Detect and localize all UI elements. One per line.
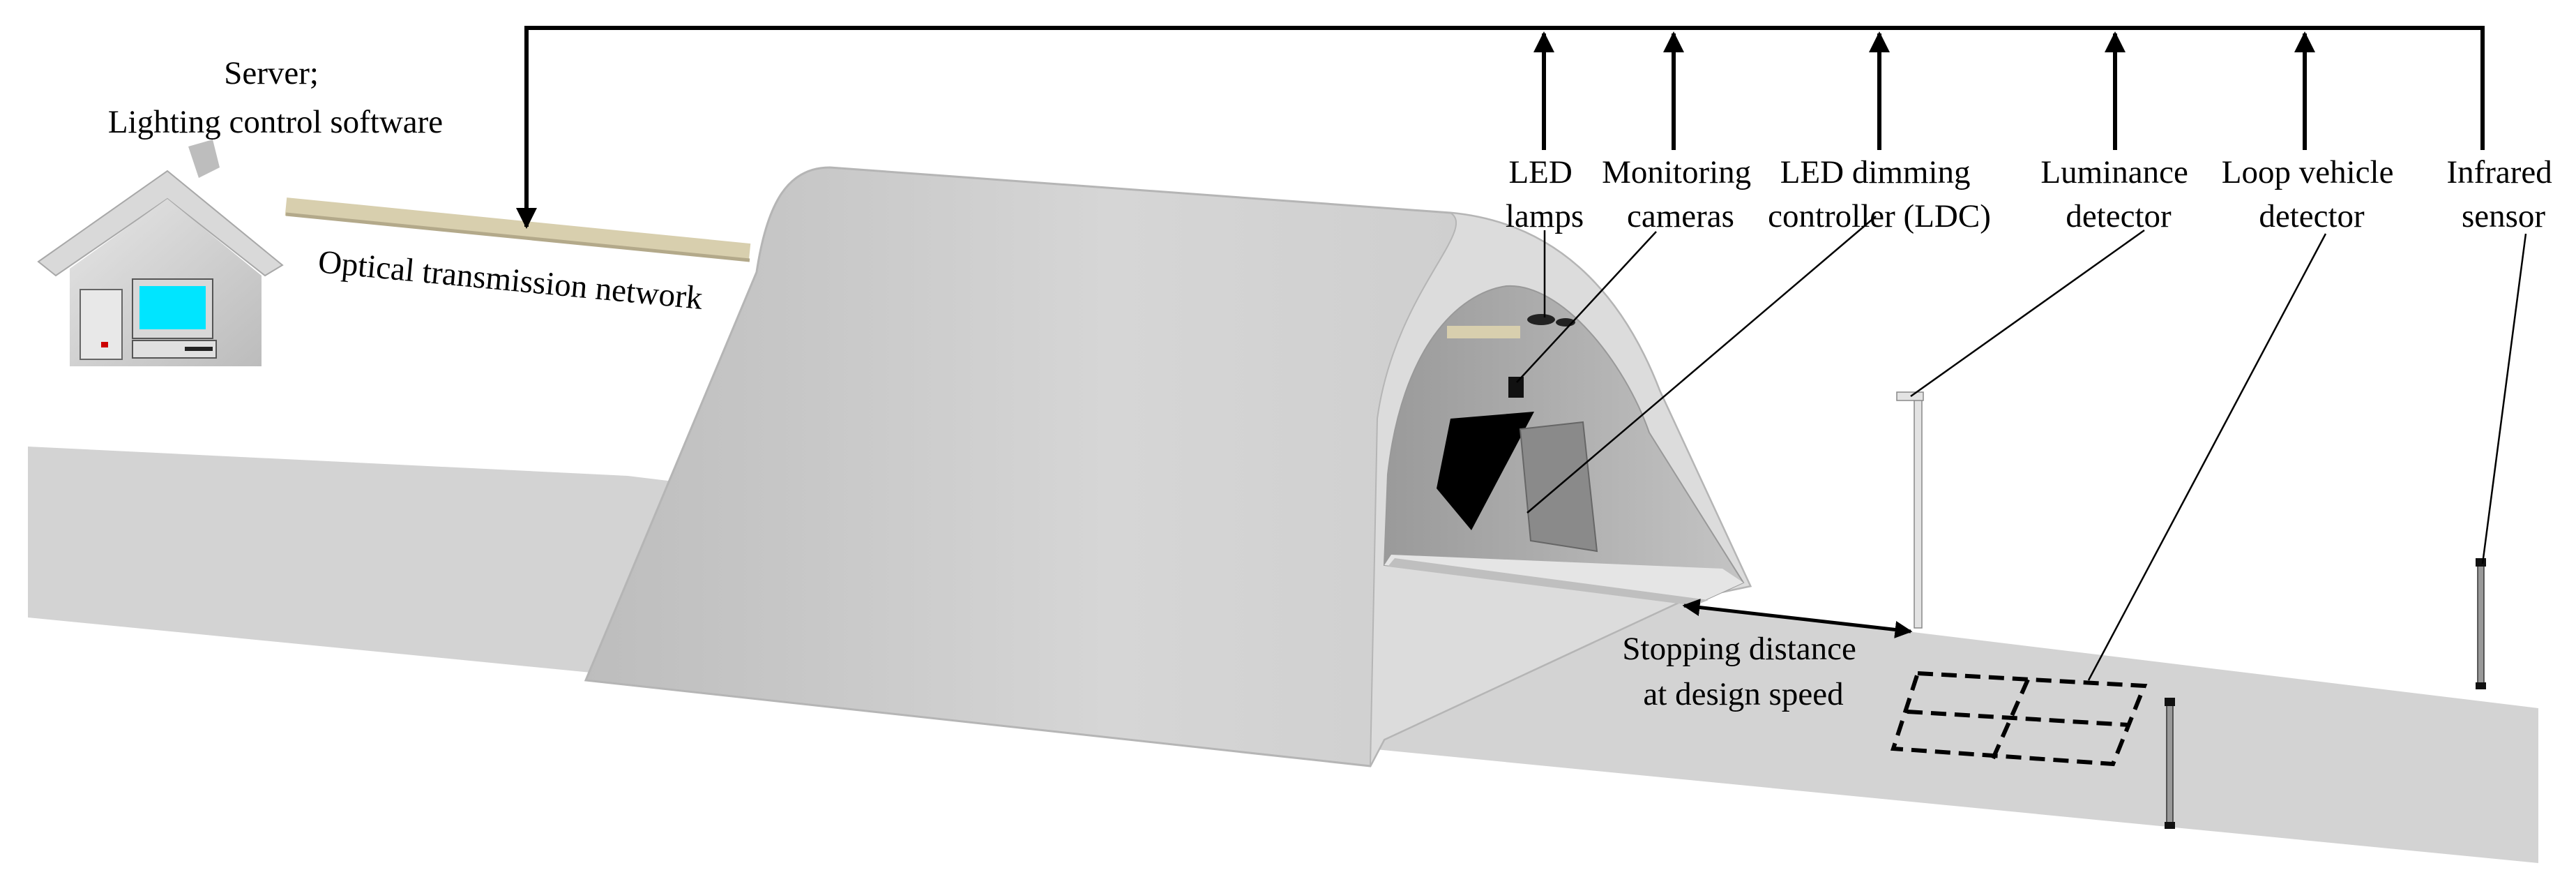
led-lamp-1: [1527, 314, 1555, 325]
monitoring-cameras-label: Monitoring cameras: [1602, 154, 1759, 234]
infrared-sensor-label: Infrared sensor: [2446, 154, 2560, 234]
tunnel-dark-wall: [1437, 412, 1534, 530]
ldc-label: LED dimming controller (LDC): [1768, 154, 1991, 234]
server-label: Server; Lighting control software: [108, 55, 443, 140]
luminance-detector-label: Luminance detector: [2040, 154, 2196, 234]
luminance-detector-pole: [1896, 391, 1924, 629]
optical-cable: [285, 197, 751, 262]
leader-lines: [1516, 216, 2527, 681]
stopping-distance-arrow: [1682, 599, 1913, 638]
computer-base: [132, 340, 217, 359]
loop-vehicle-detector-label: Loop vehicle detector: [2222, 154, 2402, 234]
monitor-screen: [139, 286, 206, 329]
tower-light: [101, 342, 108, 347]
infrared-sensor-poles: [2165, 558, 2486, 829]
control-bus: [516, 26, 2485, 229]
tunnel: [584, 166, 1752, 767]
house-chimney: [188, 140, 220, 178]
computer-tower: [79, 289, 123, 360]
house-roof: [37, 170, 284, 277]
computer-keyboard: [185, 347, 213, 351]
tunnel-pathway: [1388, 558, 1709, 606]
server-house-icon: [37, 140, 284, 366]
stopping-distance-label: Stopping distance at design speed: [1622, 631, 1864, 712]
tunnel-camera: [1508, 377, 1524, 398]
tunnel-inner-floor: [1384, 555, 1743, 600]
optical-cable-shadow: [285, 212, 750, 262]
led-lamps-label: LED lamps: [1506, 154, 1584, 234]
loop-detector-loops: [1890, 671, 2148, 767]
network-label: Optical transmission network: [317, 244, 704, 317]
